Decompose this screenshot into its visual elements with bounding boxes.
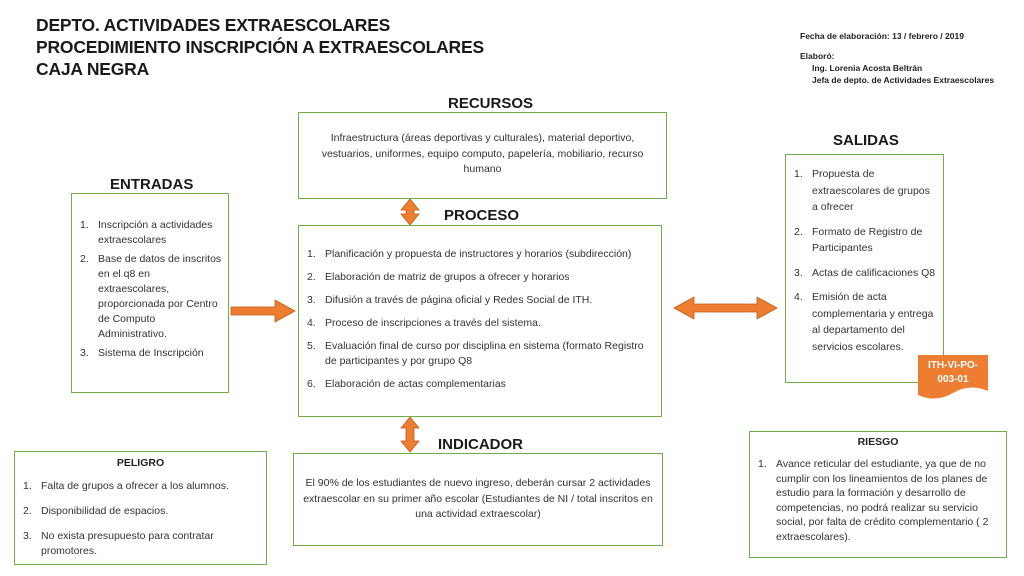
arrow-recursos-proceso (400, 198, 420, 226)
entradas-box: Inscripción a actividades extraescolares… (71, 193, 229, 393)
list-item: Disponibilidad de espacios. (23, 504, 169, 519)
document-code-line-2: 003-01 (937, 374, 969, 385)
proceso-list: Planificación y propuesta de instructore… (299, 226, 661, 392)
list-item: Elaboración de matriz de grupos a ofrece… (307, 270, 570, 285)
peligro-box: PELIGRO Falta de grupos a ofrecer a los … (14, 451, 267, 565)
list-item: Avance reticular del estudiante, ya que … (758, 457, 989, 543)
list-item: Evaluación final de curso por disciplina… (307, 339, 644, 367)
list-item: Sistema de Inscripción (80, 346, 204, 361)
list-item: Inscripción a actividades extraescolares (80, 218, 213, 246)
elaborated-by-label: Elaboró: (800, 51, 835, 61)
recursos-text: Infraestructura (áreas deportivas y cult… (321, 132, 644, 175)
salidas-label: SALIDAS (833, 132, 899, 149)
list-item: Emisión de acta complementaria y entrega… (794, 289, 934, 353)
salidas-list: Propuesta de extraescolares de grupos a … (786, 155, 943, 355)
list-item: Actas de calificaciones Q8 (794, 265, 936, 281)
list-item: Difusión a través de página oficial y Re… (307, 293, 593, 308)
riesgo-heading: RIESGO (857, 436, 899, 448)
elaborated-by-role: Jefa de depto. de Actividades Extraescol… (812, 75, 995, 85)
list-item: Proceso de inscripciones a través del si… (307, 316, 541, 331)
riesgo-list: Avance reticular del estudiante, ya que … (750, 448, 1006, 544)
arrow-proceso-indicador (400, 416, 420, 453)
list-item: Base de datos de inscritos en el q8 en e… (80, 252, 222, 340)
riesgo-box: RIESGO Avance reticular del estudiante, … (749, 431, 1007, 558)
indicador-box: El 90% de los estudiantes de nuevo ingre… (293, 453, 663, 546)
peligro-list: Falta de grupos a ofrecer a los alumnos.… (15, 469, 266, 559)
elaborated-by-name: Ing. Lorenia Acosta Beltrán (812, 63, 923, 73)
list-item: Elaboración de actas complementarias (307, 377, 506, 392)
list-item: Falta de grupos a ofrecer a los alumnos. (23, 479, 229, 494)
elaboration-date: Fecha de elaboración: 13 / febrero / 201… (800, 31, 964, 41)
arrow-proceso-salidas (673, 296, 778, 320)
list-item: No exista presupuesto para contratar pro… (23, 529, 214, 557)
peligro-heading: PELIGRO (116, 457, 165, 469)
document-code-text: ITH-VI-PO- 003-01 (918, 359, 988, 387)
recursos-label: RECURSOS (448, 95, 534, 112)
recursos-box: Infraestructura (áreas deportivas y cult… (298, 112, 667, 199)
title-line-3: CAJA NEGRA (36, 59, 150, 79)
title-line-2: PROCEDIMIENTO INSCRIPCIÓN A EXTRAESCOLAR… (36, 37, 484, 57)
document-title: DEPTO. ACTIVIDADES EXTRAESCOLARES PROCED… (36, 14, 484, 80)
proceso-box: Planificación y propuesta de instructore… (298, 225, 662, 417)
list-item: Propuesta de extraescolares de grupos a … (794, 166, 930, 213)
document-code-line-1: ITH-VI-PO- (928, 360, 978, 371)
document-code-tag (918, 355, 988, 399)
list-item: Planificación y propuesta de instructore… (307, 247, 632, 262)
salidas-box: Propuesta de extraescolares de grupos a … (785, 154, 944, 383)
list-item: Formato de Registro de Participantes (794, 224, 923, 255)
entradas-list: Inscripción a actividades extraescolares… (72, 194, 228, 361)
entradas-label: ENTRADAS (110, 176, 194, 193)
arrow-entradas-to-proceso (230, 299, 296, 323)
indicador-label: INDICADOR (438, 436, 523, 453)
title-line-1: DEPTO. ACTIVIDADES EXTRAESCOLARES (36, 15, 391, 35)
indicador-text: El 90% de los estudiantes de nuevo ingre… (303, 477, 653, 520)
proceso-label: PROCESO (444, 207, 520, 224)
